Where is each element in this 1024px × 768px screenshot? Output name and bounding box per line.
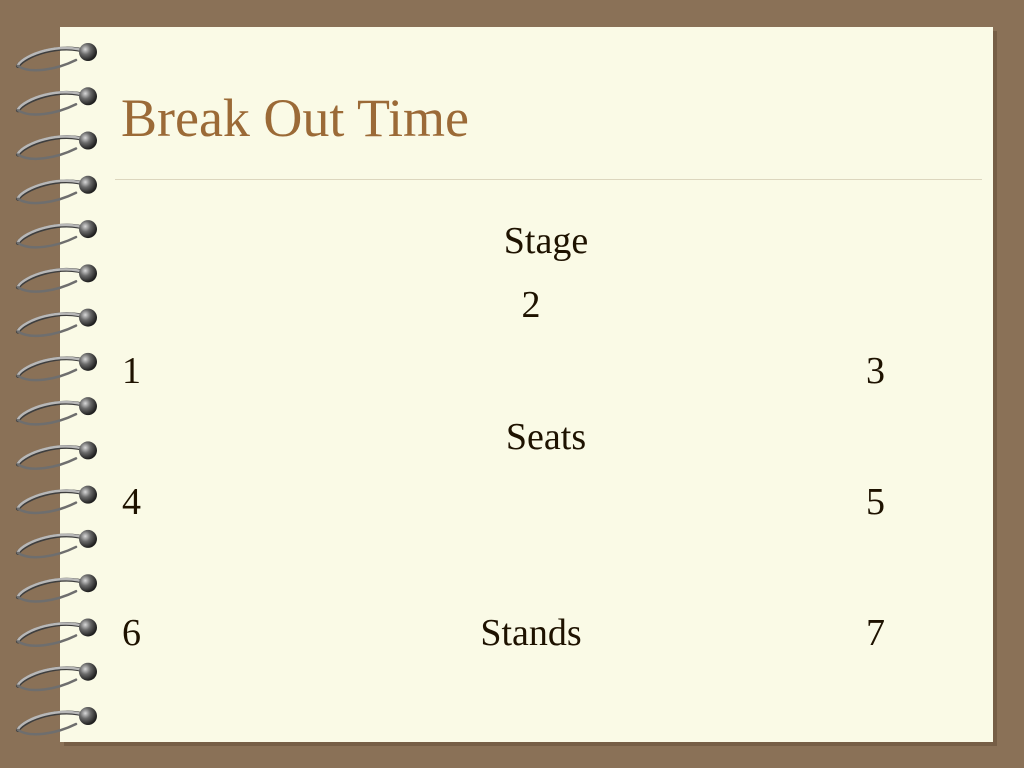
binding-rivet xyxy=(79,485,97,504)
binding-rivet xyxy=(79,43,97,61)
group-number-4: 4 xyxy=(122,481,141,523)
binding-rivet xyxy=(79,308,97,327)
spiral-ring xyxy=(16,441,97,470)
binding-rivet xyxy=(79,352,97,371)
binding-rivet xyxy=(79,662,97,681)
spiral-ring xyxy=(16,175,97,205)
group-number-1: 1 xyxy=(122,350,141,392)
spiral-binding xyxy=(16,43,97,736)
binding-rivet xyxy=(79,264,97,283)
spiral-ring xyxy=(16,264,97,293)
spiral-ring xyxy=(16,662,97,692)
spiral-ring xyxy=(16,529,97,559)
binding-rivet xyxy=(79,574,97,593)
binding-rivet xyxy=(79,175,97,194)
spiral-ring xyxy=(16,220,97,249)
title-divider xyxy=(115,179,982,180)
binding-rivet xyxy=(79,87,97,106)
group-number-2: 2 xyxy=(521,284,541,326)
slide-title: Break Out Time xyxy=(121,88,470,148)
stage-label: Stage xyxy=(503,220,589,262)
spiral-ring xyxy=(16,618,97,647)
group-number-3: 3 xyxy=(866,350,885,392)
notebook-page xyxy=(60,27,993,742)
seats-label: Seats xyxy=(505,416,587,458)
spiral-ring xyxy=(16,87,97,116)
group-number-6: 6 xyxy=(122,612,141,654)
binding-rivet xyxy=(79,707,97,725)
binding-rivet xyxy=(79,131,97,150)
binding-rivet xyxy=(79,220,97,239)
spiral-ring xyxy=(16,308,97,338)
spiral-ring xyxy=(16,131,97,161)
binding-rivet xyxy=(79,441,97,460)
spiral-ring xyxy=(16,397,97,426)
spiral-ring xyxy=(16,574,97,603)
spiral-ring xyxy=(16,707,97,736)
stands-label: Stands xyxy=(480,612,582,654)
binding-rivet xyxy=(79,618,97,637)
spiral-ring xyxy=(16,485,97,515)
binding-rivet xyxy=(79,397,97,416)
spiral-ring xyxy=(16,43,97,72)
group-number-7: 7 xyxy=(866,612,885,654)
group-number-5: 5 xyxy=(866,481,885,523)
binding-rivet xyxy=(79,529,97,548)
spiral-ring xyxy=(16,352,97,382)
